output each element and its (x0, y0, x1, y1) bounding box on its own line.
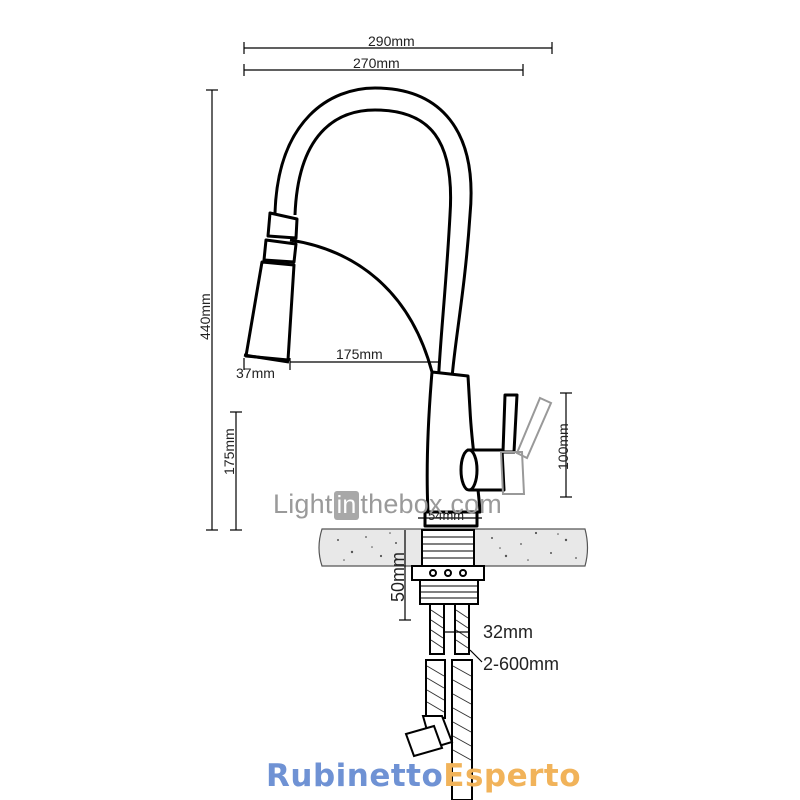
faucet-drawing (243, 86, 519, 528)
brand-part2: Esperto (443, 758, 582, 794)
dim-spout-height: 175mm (221, 428, 237, 475)
brand-part1: Rubinetto (266, 758, 444, 794)
dim-shank-length: 50mm (388, 552, 408, 602)
dim-handle-height: 100mm (555, 423, 571, 470)
handle-ghost (499, 396, 553, 495)
dim-height: 440mm (197, 293, 213, 340)
dim-hose-length: 2-600mm (483, 654, 559, 674)
watermark-highlight: in (333, 491, 360, 520)
dim-reach: 270mm (353, 55, 400, 71)
dim-base-diameter: 54mm (428, 508, 464, 523)
brand-logo: RubinettoEsperto (266, 758, 581, 794)
braided-hose (404, 603, 473, 800)
dim-hose-diameter: 32mm (483, 622, 533, 642)
watermark-suffix: thebox.com (360, 489, 502, 519)
dimension-lines (206, 42, 572, 663)
watermark-prefix: Light (273, 489, 333, 519)
dim-total-width: 290mm (368, 33, 415, 49)
dim-spout-reach: 175mm (336, 346, 383, 362)
mounting-shank (411, 529, 485, 605)
dim-spray-head: 37mm (236, 365, 275, 381)
